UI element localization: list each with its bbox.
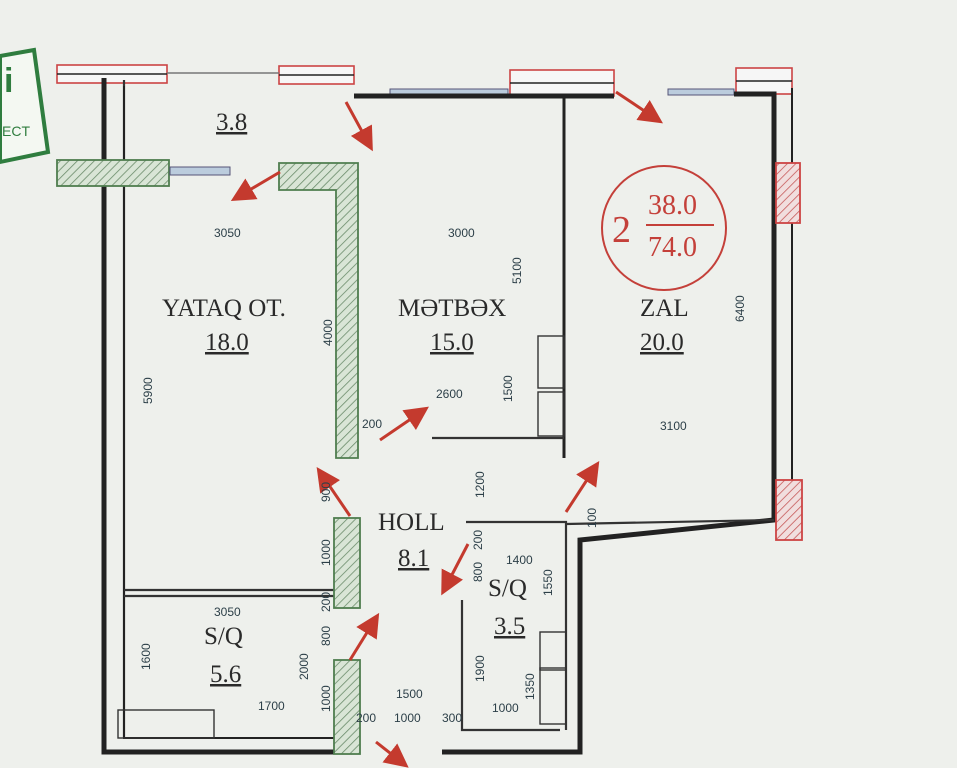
dim-label: 200 <box>356 711 376 725</box>
dim-label: 1000 <box>492 701 519 715</box>
zal-name: ZAL <box>640 295 689 322</box>
dim-label: 900 <box>319 482 333 502</box>
dim-label: 3000 <box>448 226 475 240</box>
dim-label: 5100 <box>510 257 524 284</box>
balcony-area: 3.8 <box>216 109 247 136</box>
fixtures <box>117 335 567 739</box>
holl-name: HOLL <box>378 509 445 536</box>
company-logo: i ECT <box>0 47 51 165</box>
dim-label: 1350 <box>523 673 537 700</box>
dim-label: 1600 <box>139 643 153 670</box>
summary-badge: 2 38.0 74.0 <box>601 165 727 291</box>
dim-label: 1000 <box>394 711 421 725</box>
bedroom-area: 18.0 <box>205 329 249 356</box>
toilet <box>539 667 567 725</box>
arrow-kitchen <box>379 406 429 442</box>
bath-right-name: S/Q <box>488 575 527 602</box>
arrow-entrance <box>375 740 409 768</box>
bathtub <box>117 709 215 739</box>
rooms-count: 2 <box>612 209 631 251</box>
bath-left-name: S/Q <box>204 623 243 650</box>
dim-label: 6400 <box>733 295 747 322</box>
living-area: 38.0 <box>648 190 697 221</box>
arrow-zal <box>564 460 600 513</box>
wall-block-zal-bottom <box>775 479 803 541</box>
total-area: 74.0 <box>648 232 697 263</box>
top-windows <box>56 64 793 97</box>
hatched-walls <box>56 159 803 755</box>
dimension-labels: 3050 3000 5100 6400 4000 5900 2600 1500 … <box>139 226 747 725</box>
dim-label: 1500 <box>396 687 423 701</box>
arrow-bedroom <box>230 170 281 202</box>
dim-label: 3100 <box>660 419 687 433</box>
dim-label: 1500 <box>501 375 515 402</box>
wall-block-entrance <box>333 659 361 755</box>
dim-label: 4000 <box>321 319 335 346</box>
arrow-bath-right <box>441 543 470 596</box>
dim-label: 800 <box>471 562 485 582</box>
dim-label: 1400 <box>506 553 533 567</box>
arrow-bath-left <box>348 612 380 661</box>
zal-area: 20.0 <box>640 329 684 356</box>
door-arrows <box>230 90 663 768</box>
dim-label: 2000 <box>297 653 311 680</box>
dim-label: 200 <box>319 592 333 612</box>
kitchen-area: 15.0 <box>430 329 474 356</box>
arrow-holl <box>316 467 352 517</box>
dim-label: 100 <box>585 508 599 528</box>
dim-label: 3050 <box>214 226 241 240</box>
room-labels: 3.8 YATAQ OT. 18.0 MƏTBƏX 15.0 ZAL 20.0 … <box>162 109 689 688</box>
summary-circle <box>601 165 727 291</box>
dim-label: 1000 <box>319 685 333 712</box>
holl-area: 8.1 <box>398 545 429 572</box>
dim-label: 1550 <box>541 569 555 596</box>
wall-block-zal-top <box>775 162 801 224</box>
dim-label: 800 <box>319 626 333 646</box>
outer-walls <box>101 78 793 755</box>
dim-label: 3050 <box>214 605 241 619</box>
arrow-balcony <box>344 101 373 152</box>
dim-label: 1900 <box>473 655 487 682</box>
logo-main-text: i <box>4 62 13 100</box>
bath-left-area: 5.6 <box>210 661 241 688</box>
wall-block-holl <box>333 517 361 609</box>
arrow-zal-window <box>615 90 663 124</box>
dim-label: 200 <box>471 530 485 550</box>
bath-right-area: 3.5 <box>494 613 525 640</box>
dim-label: 300 <box>442 711 462 725</box>
wall-block-kitchen <box>278 162 359 459</box>
dim-label: 1200 <box>473 471 487 498</box>
wall-block-bedroom-top <box>56 159 170 187</box>
dim-label: 5900 <box>141 377 155 404</box>
dim-label: 1700 <box>258 699 285 713</box>
dim-label: 1000 <box>319 539 333 566</box>
zal-glazing <box>667 88 735 96</box>
dim-label: 200 <box>362 417 382 431</box>
bedroom-name: YATAQ OT. <box>162 295 286 322</box>
bath-sink <box>539 631 567 671</box>
dim-label: 2600 <box>436 387 463 401</box>
kitchen-sink <box>537 391 565 437</box>
kitchen-stove <box>537 335 565 389</box>
kitchen-name: MƏTBƏX <box>398 295 506 322</box>
logo-sub-text: ECT <box>2 123 30 139</box>
